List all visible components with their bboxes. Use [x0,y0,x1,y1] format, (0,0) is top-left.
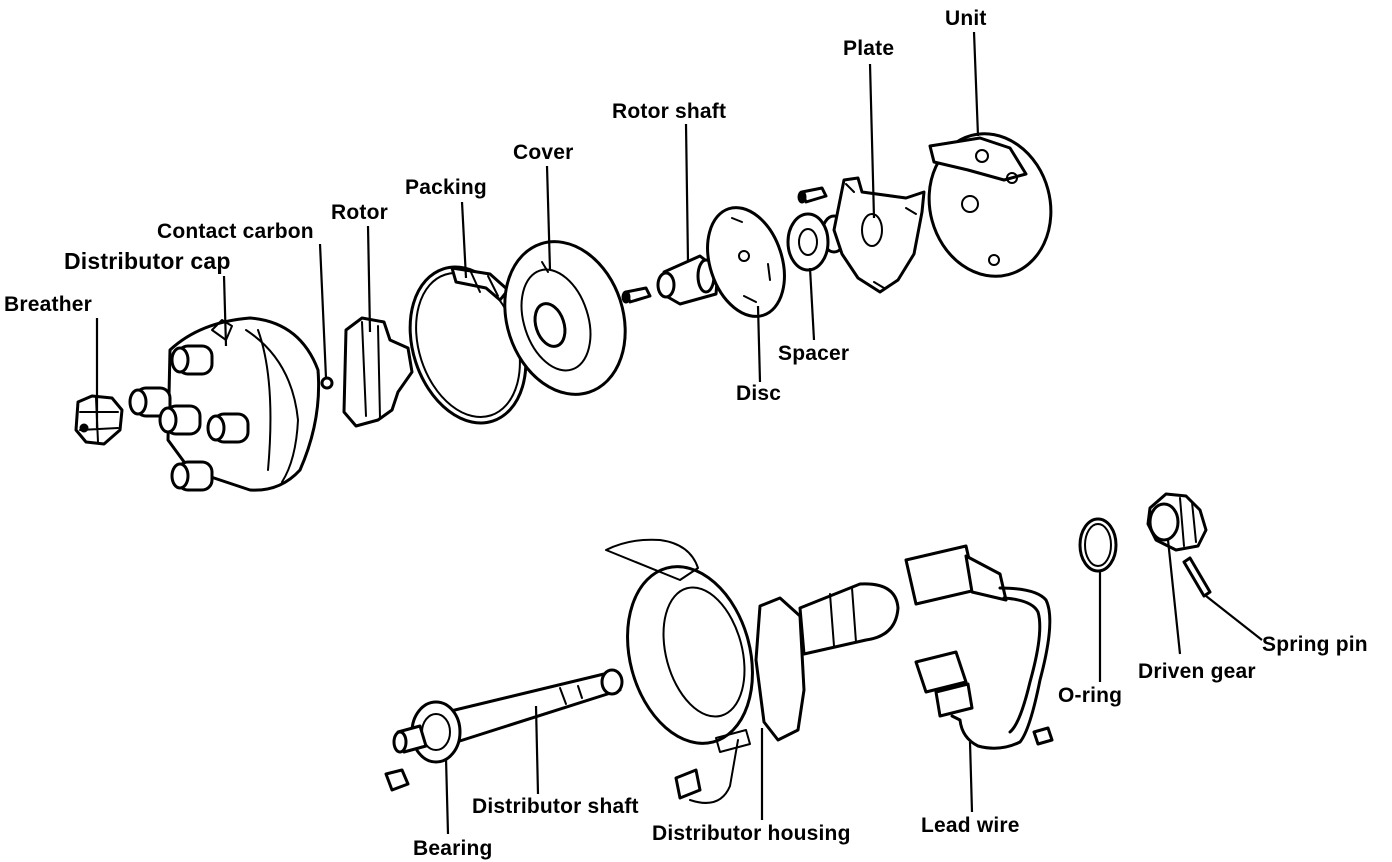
label-unit: Unit [945,7,987,30]
label-distributor-cap: Distributor cap [64,248,231,274]
lead-wire-part [904,544,1052,750]
unit-part [927,132,1053,278]
label-rotor-shaft: Rotor shaft [612,100,727,123]
label-plate: Plate [843,37,895,60]
cover-part [503,240,627,396]
distributor-housing-part [605,538,900,804]
o-ring-part [1078,517,1118,573]
label-distributor-shaft: Distributor shaft [472,795,639,818]
label-cover: Cover [513,141,574,164]
breather-part [74,394,124,446]
label-contact-carbon: Contact carbon [157,220,314,243]
cover-screw-part [621,286,652,304]
bearing-bolt-part [384,768,410,792]
plate-screw-part [797,186,828,204]
label-bearing: Bearing [413,837,493,860]
driven-gear-part [1146,492,1208,552]
label-driven-gear: Driven gear [1138,660,1256,683]
spring-pin-part [1182,556,1212,598]
label-spacer: Spacer [778,342,850,365]
label-disc: Disc [736,382,782,405]
contact-carbon-part [320,376,334,390]
lead-wire-screw-part [1032,726,1054,746]
label-rotor: Rotor [331,201,388,224]
label-o-ring: O-ring [1058,684,1123,707]
label-packing: Packing [405,176,487,199]
disc-part [706,206,786,318]
label-distributor-housing: Distributor housing [652,822,851,845]
distributor-cap-part [128,316,321,492]
label-breather: Breather [4,293,92,316]
label-spring-pin: Spring pin [1262,633,1368,656]
bearing-part [392,700,462,764]
rotor-part [342,316,414,428]
spacer-part [786,212,848,272]
label-lead-wire: Lead wire [921,814,1020,837]
plate-part [832,176,926,294]
leader-lines [95,31,1263,835]
